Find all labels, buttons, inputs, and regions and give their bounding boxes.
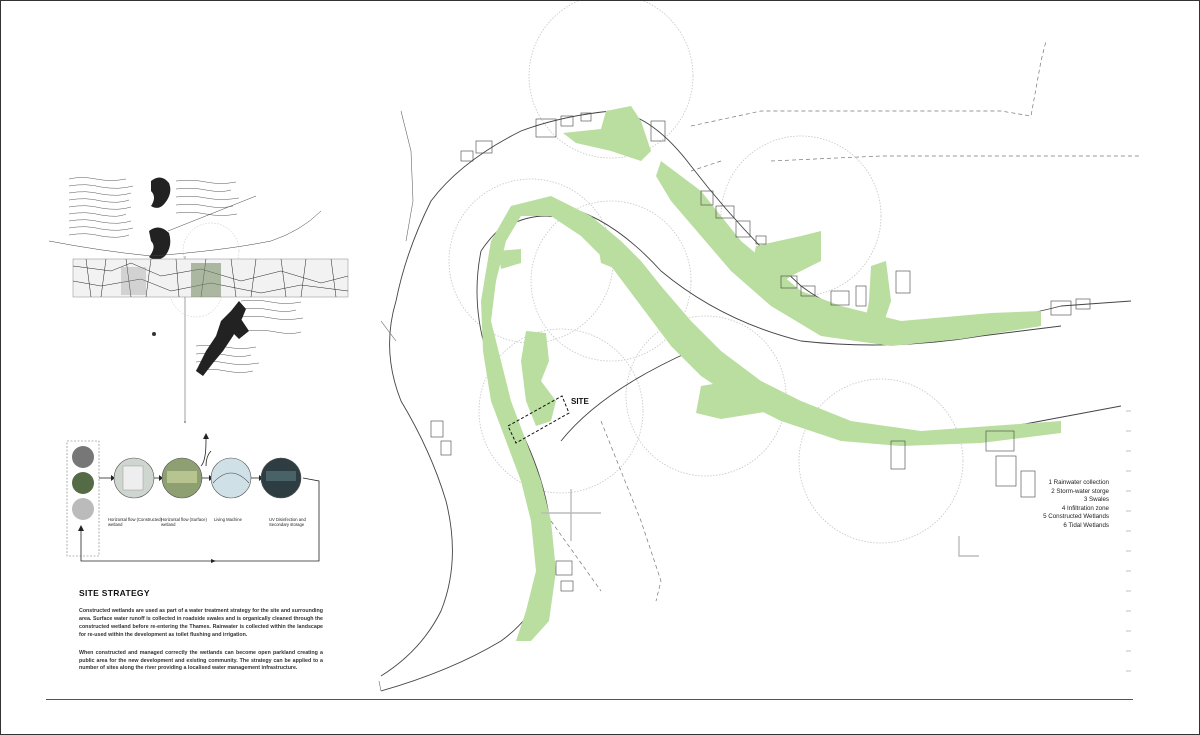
- site-strategy-paragraph: Constructed wetlands are used as part of…: [79, 608, 323, 638]
- process-stage-label: Horizontal flow (Surface) wetland: [161, 517, 207, 527]
- catchment-circle: [530, 200, 692, 362]
- urban-blocks: [430, 112, 1091, 592]
- legend-item: 3 Swales: [1083, 496, 1109, 504]
- bottom-divider: [46, 699, 1133, 700]
- handwritten-notes: [68, 177, 304, 373]
- boundary-lines: [550, 40, 1141, 602]
- legend-item: 6 Tidal Wetlands: [1063, 521, 1109, 529]
- process-stage-circles: [113, 457, 302, 499]
- input-photo: [72, 446, 94, 468]
- wetland-area: [563, 106, 651, 161]
- legend-item: 4 Infiltration zone: [1061, 504, 1109, 512]
- crosshair-markers: [541, 489, 979, 557]
- wetland-area: [696, 381, 771, 419]
- legend-item: 1 Rainwater collection: [1048, 479, 1109, 486]
- input-photo: [72, 472, 94, 494]
- wetland-area: [521, 331, 556, 426]
- edge-ticks: [1126, 410, 1131, 672]
- input-photo: [72, 498, 94, 520]
- legend-item: 5 Constructed Wetlands: [1043, 513, 1109, 521]
- wetland-area: [599, 251, 621, 269]
- wetland-area: [751, 231, 821, 291]
- inputs-frame: [66, 440, 100, 557]
- wetland-area: [821, 411, 861, 441]
- wetland-area: [498, 249, 521, 269]
- process-stage-label: Horizontal flow (Constructed) wetland: [108, 517, 162, 527]
- tree-sketch: [196, 301, 249, 376]
- site-label: SITE: [571, 397, 589, 406]
- catchment-circle: [720, 135, 882, 297]
- wetland-area: [481, 196, 1061, 641]
- west-map-detail: [378, 110, 414, 692]
- wetland-areas: [481, 106, 1061, 641]
- catchment-circle: [798, 378, 964, 544]
- legend: 1 Rainwater collection 2 Storm-water sto…: [1001, 479, 1109, 531]
- stage-photo-circle: [210, 457, 252, 499]
- site-strategy-paragraph: When constructed and managed correctly t…: [79, 649, 323, 672]
- kidney-sketch: [149, 177, 171, 260]
- site-strategy-title: SITE STRATEGY: [79, 588, 150, 598]
- catchment-circle: [478, 328, 644, 494]
- wetland-area: [656, 161, 1041, 346]
- site-outline: [507, 395, 570, 444]
- process-stage-label: Living Machine: [214, 517, 242, 522]
- wetland-area: [863, 261, 891, 333]
- legend-item: 2 Storm-water storge: [1051, 487, 1109, 495]
- site-strategy-section: SITE STRATEGY Constructed wetlands are u…: [79, 588, 323, 683]
- process-stage-label: UV Disinfection and Secondary storage: [269, 517, 306, 527]
- catchment-circle: [528, 1, 694, 159]
- map-collage-strip: [72, 258, 349, 298]
